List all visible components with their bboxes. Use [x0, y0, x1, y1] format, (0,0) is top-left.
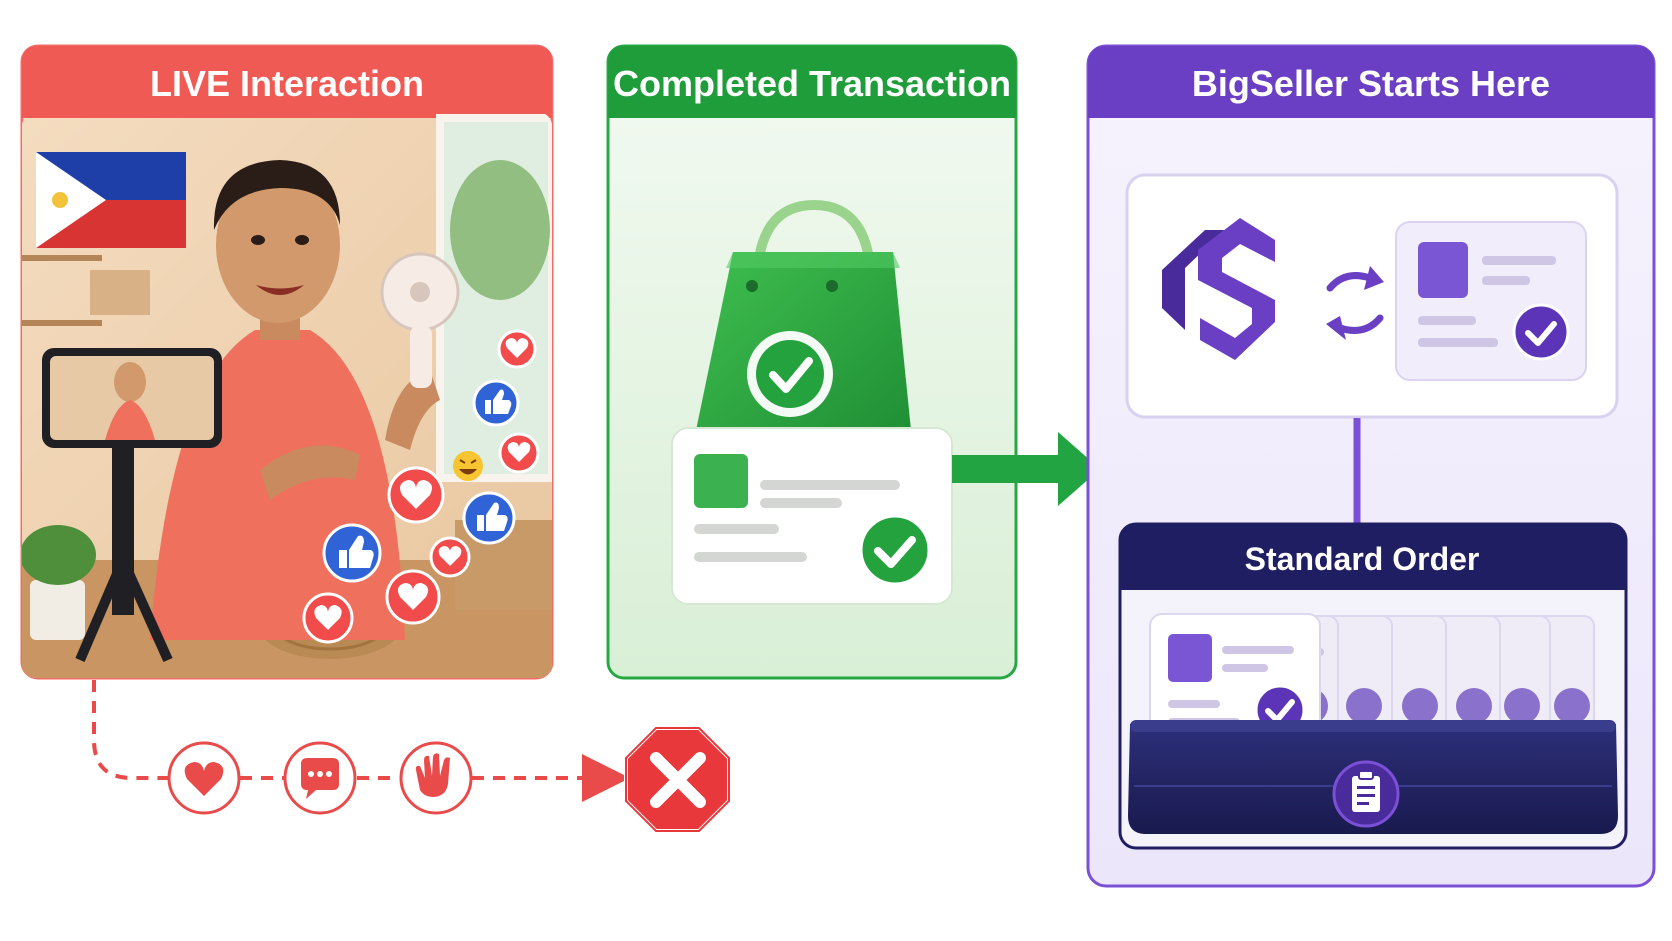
bigseller-panel: BigSeller Starts Here — [1086, 44, 1656, 888]
floating-reactions — [302, 329, 540, 644]
sync-arrows-icon — [1326, 266, 1384, 340]
live-panel-title: LIVE Interaction — [150, 63, 424, 104]
heart-icon — [387, 466, 445, 524]
completed-panel-header — [608, 46, 1016, 118]
front-order-card — [1149, 613, 1321, 747]
thumbs-up-icon — [462, 491, 516, 545]
laugh-emoji-icon — [453, 451, 483, 481]
live-panel-header — [22, 46, 552, 118]
bigseller-panel-header — [1088, 46, 1654, 118]
order-card-stack — [1149, 613, 1595, 747]
heart-icon — [302, 592, 354, 644]
stop-x-icon — [624, 726, 731, 833]
bigseller-panel-title: BigSeller Starts Here — [1192, 63, 1550, 104]
shopping-bag-icon — [694, 199, 912, 440]
standard-order-title: Standard Order — [1245, 541, 1480, 577]
heart-icon — [167, 741, 241, 815]
live-stream-photo — [22, 114, 552, 678]
green-flow-arrow — [952, 432, 1100, 506]
order-card-illustration — [671, 427, 953, 605]
clipboard-icon — [1332, 760, 1400, 828]
dashed-connector — [92, 680, 168, 780]
synced-order-card — [1395, 221, 1587, 381]
wave-icon — [399, 741, 473, 815]
standard-order-box: Standard Order — [1118, 522, 1628, 850]
flag-illustration — [36, 152, 186, 248]
interaction-dropoff-flow — [92, 680, 731, 833]
heart-icon — [497, 329, 537, 369]
thumbs-up-icon — [472, 379, 520, 427]
heart-icon — [498, 432, 540, 474]
sync-card — [1125, 173, 1619, 419]
heart-icon — [429, 536, 471, 578]
comment-icon — [283, 741, 357, 815]
completed-panel-title: Completed Transaction — [613, 63, 1011, 104]
phone-tripod-illustration — [42, 348, 222, 663]
thumbs-up-icon — [322, 523, 382, 583]
bigseller-logo-icon — [1162, 218, 1275, 360]
live-interaction-panel: LIVE Interaction — [20, 44, 554, 680]
heart-icon — [385, 569, 441, 625]
completed-transaction-panel: Completed Transaction — [606, 44, 1018, 680]
